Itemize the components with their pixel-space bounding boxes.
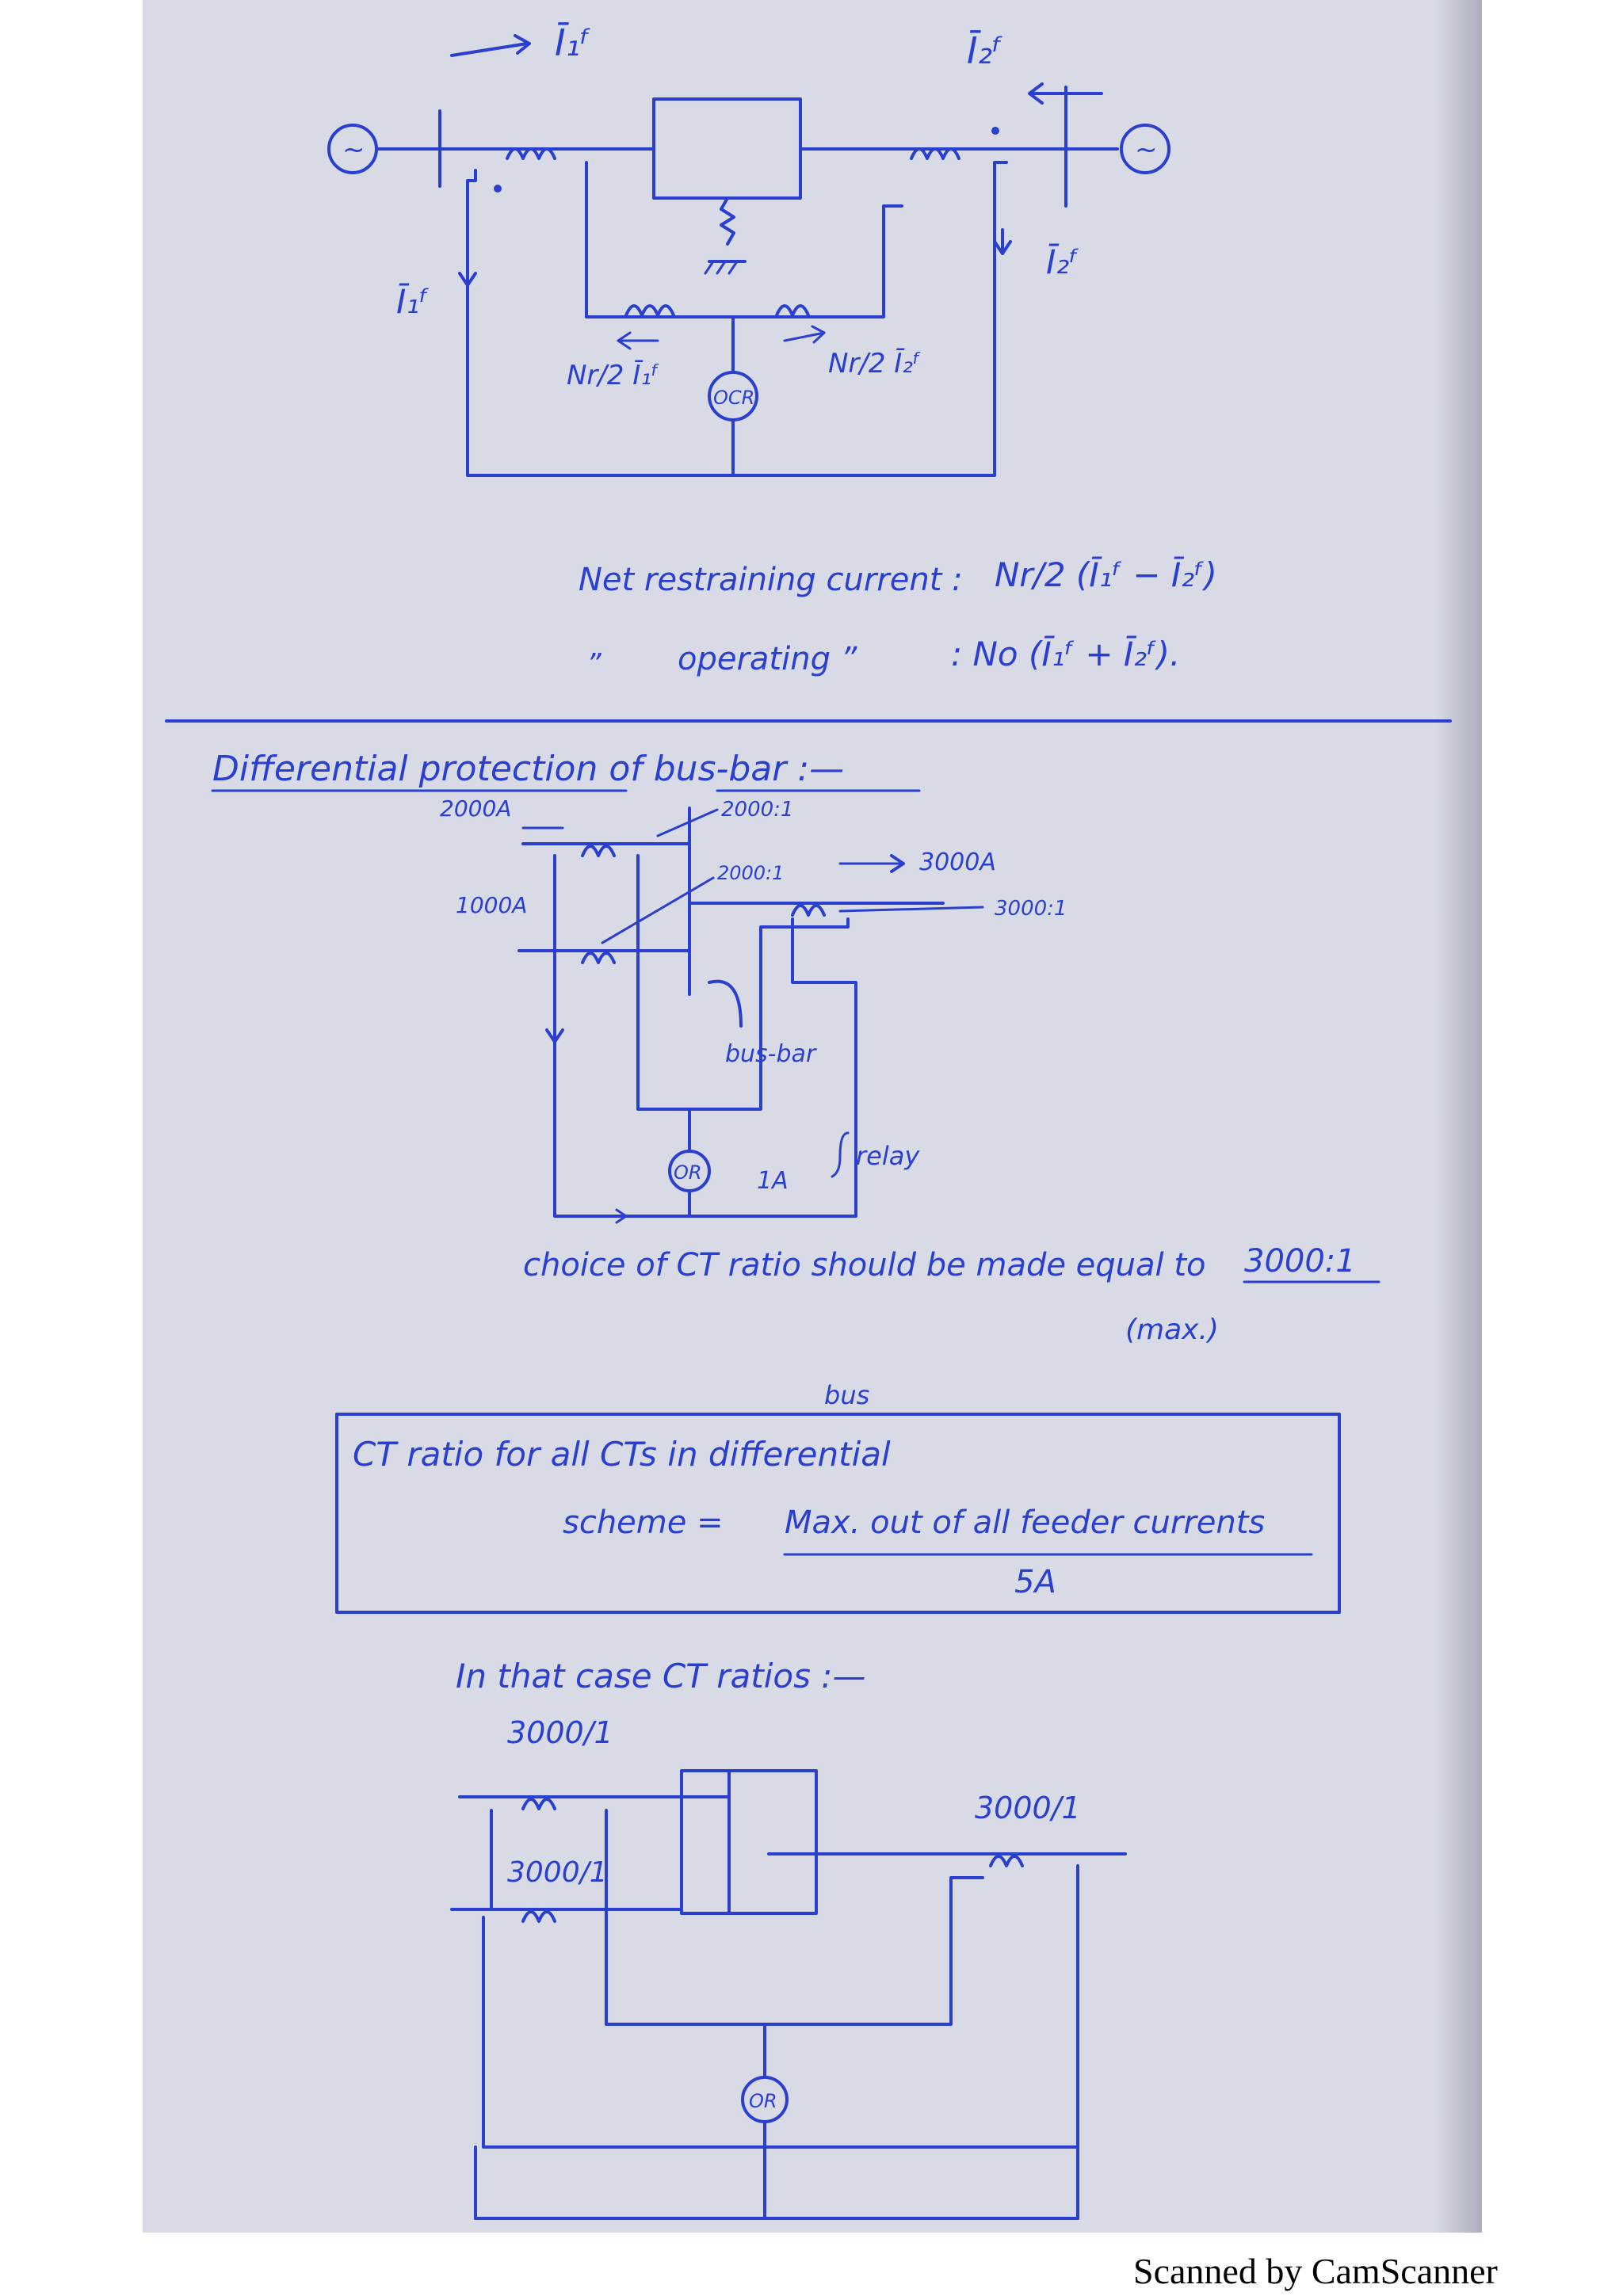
ct-loop-2 [553, 854, 857, 1218]
ct-loop-1 [636, 854, 850, 1111]
label-3000A: 3000A [919, 849, 996, 876]
that-case-text: In that case CT ratios :— [456, 1657, 865, 1695]
inner-loop [605, 1809, 984, 2026]
ct-ratio-diagram: 3000/1 3000/1 3000/1 OR [450, 1715, 1127, 2220]
choice-text: choice of CT ratio should be made equal … [523, 1247, 1206, 1283]
label-restraint-left: Nr/2 Ī₁ᶠ [567, 360, 659, 391]
ratio-2000-top: 2000:1 [721, 798, 793, 822]
label-I2f-top: Ī₂ᶠ [967, 29, 1003, 72]
section-title: Differential protection of bus-bar :— [212, 749, 844, 789]
right-ct-coil [910, 147, 960, 160]
label-2000A: 2000A [440, 795, 511, 822]
ct-mid-left [521, 1910, 556, 1923]
relay-current-label: 1A [757, 1167, 789, 1195]
inserted-word-bus: bus [824, 1380, 869, 1410]
ratio-top-left: 3000/1 [507, 1715, 613, 1750]
busbar-pointer [708, 979, 743, 1028]
scan-footer: Scanned by CamScanner [1133, 2251, 1498, 2291]
fault-resistance [720, 196, 735, 246]
box-line1: CT ratio for all CTs in differential [353, 1435, 891, 1474]
ct-top-left [521, 1798, 556, 1810]
ct-feeder2 [581, 952, 616, 964]
ct-secondary-loop [466, 161, 1008, 477]
label-I1f-top: Ī₁ᶠ [555, 21, 591, 64]
ratio-3000: 3000:1 [995, 897, 1067, 921]
box-numerator: Max. out of all feeder currents [785, 1505, 1265, 1541]
label-restraint-right: Nr/2 Ī₂ᶠ [828, 348, 921, 379]
ratio-mid-left: 3000/1 [507, 1856, 608, 1889]
formula-box [335, 1413, 1341, 1614]
label-1000A: 1000A [456, 892, 527, 918]
bus-section-box [680, 1769, 818, 1915]
left-source-symbol: ~ [342, 134, 365, 166]
restraint-path [585, 161, 903, 318]
outer-loop [482, 1864, 1079, 2149]
operating-expression: : No (Ī₁ᶠ + Ī₂ᶠ). [951, 635, 1180, 673]
restraint-coil-left [624, 304, 675, 317]
or-relay-label-2: OR [749, 2090, 777, 2112]
or-relay-label: OR [674, 1161, 702, 1184]
left-ct-coil [506, 147, 556, 160]
box-denominator: 5A [1014, 1564, 1056, 1600]
ratio-right: 3000/1 [975, 1791, 1081, 1825]
label-I1f-left: Ī₁ᶠ [396, 282, 430, 321]
ratio-2000-mid: 2000:1 [717, 862, 784, 884]
relay-word-label: relay [856, 1141, 920, 1171]
restraining-expression: Nr/2 (Ī₁ᶠ − Ī₂ᶠ) [995, 555, 1217, 594]
protected-element-box [652, 97, 802, 200]
right-generator-symbol [1120, 124, 1170, 174]
label-I2f-right: Ī₂ᶠ [1046, 242, 1079, 281]
operating-label: operating ” [678, 641, 857, 677]
restraint-coil-right [775, 304, 810, 317]
restraining-label: Net restraining current : [579, 562, 963, 598]
ocr-relay-label: OCR [713, 387, 754, 409]
choice-value: 3000:1 [1244, 1243, 1356, 1280]
right-source-symbol: ~ [1135, 134, 1158, 166]
paper-page [143, 0, 1482, 2233]
ct-feeder1 [581, 845, 616, 857]
busbar-label: bus-bar [725, 1040, 817, 1068]
busbar-differential-diagram: 2000A 2000:1 3000A 3000:1 1000A 2000:1 b… [440, 795, 1067, 1224]
differential-relay-diagram: ~ ~ Ī₁ᶠ Ī₂ᶠ OCR Ī [327, 21, 1170, 477]
ct-right [989, 1855, 1024, 1867]
box-scheme-label: scheme = [563, 1505, 724, 1541]
ditto-mark: ” [586, 648, 601, 681]
choice-note: (max.) [1125, 1314, 1219, 1346]
ct-feeder3 [791, 904, 826, 917]
